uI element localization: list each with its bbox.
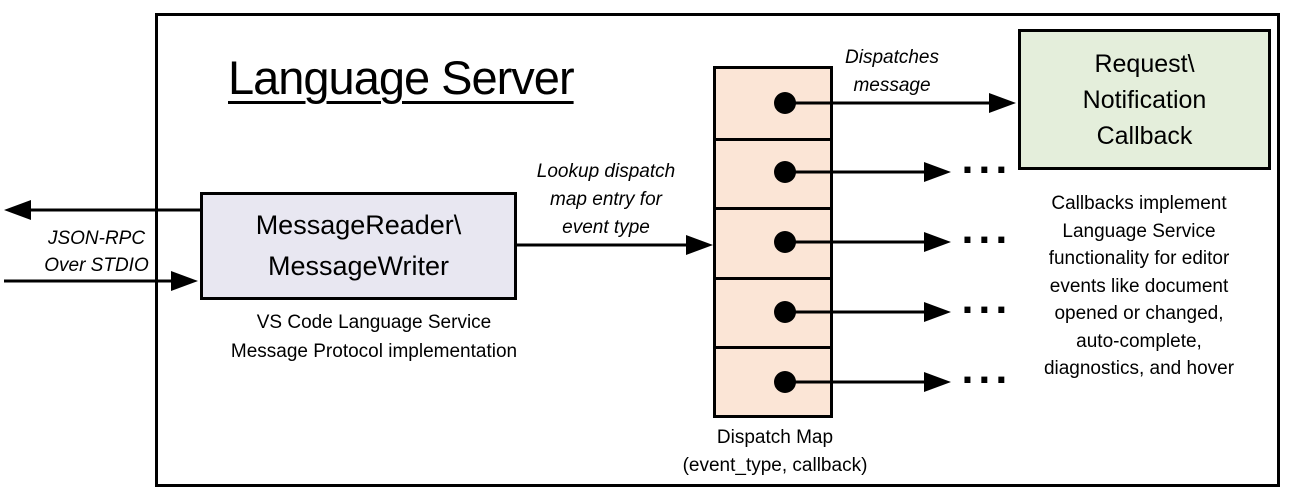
dispatch-map-cell <box>716 138 830 208</box>
lookup-dispatch-label: Lookup dispatch map entry for event type <box>520 158 692 242</box>
dispatches-message-label: Dispatches message <box>826 44 958 100</box>
callback-caption-line-6: auto-complete, <box>1076 330 1202 352</box>
callback-caption-line-3: functionality for editor <box>1048 248 1230 269</box>
io-label-line-2: Over STDIO <box>44 255 149 276</box>
message-box-caption-line-1: VS Code Language Service <box>256 312 492 333</box>
language-server-boundary <box>155 13 1280 487</box>
dispatch-map-cell <box>716 207 830 277</box>
lookup-label-line-1: Lookup dispatch <box>536 161 676 182</box>
dispatch-map-cell <box>716 276 830 346</box>
dispatch-map-caption: Dispatch Map (event_type, callback) <box>653 424 897 480</box>
ellipsis-row-4: ... <box>961 282 1012 322</box>
ellipsis-row-2: ... <box>961 142 1012 182</box>
json-rpc-over-stdio-label: JSON-RPC Over STDIO <box>24 225 169 279</box>
callback-caption-line-7: diagnostics, and hover <box>1043 358 1235 379</box>
dispatch-map-column <box>713 66 833 418</box>
callback-box-line-2: Notification <box>1082 85 1207 114</box>
dispatch-map-caption-line-2: (event_type, callback) <box>682 455 868 476</box>
diagram-title: Language Server <box>228 51 575 104</box>
request-notification-callback-box: Request\ Notification Callback <box>1018 29 1271 170</box>
dispatches-label-line-2: message <box>853 75 931 96</box>
dispatch-map-cell <box>716 69 830 139</box>
lookup-label-line-2: map entry for <box>550 189 662 210</box>
callback-box-line-1: Request\ <box>1094 49 1195 78</box>
message-box-caption: VS Code Language Service Message Protoco… <box>198 308 550 366</box>
callback-box-line-3: Callback <box>1096 121 1193 150</box>
lookup-label-line-3: event type <box>562 217 650 238</box>
callback-caption-line-5: opened or changed, <box>1054 303 1224 324</box>
message-box-line-2: MessageWriter <box>267 251 450 281</box>
dispatch-map-caption-line-1: Dispatch Map <box>716 427 834 448</box>
callback-caption-line-2: Language Service <box>1062 220 1216 242</box>
message-box-caption-line-2: Message Protocol implementation <box>230 341 518 362</box>
ellipsis-row-3: ... <box>961 212 1012 252</box>
ellipsis-row-5: ... <box>961 352 1012 392</box>
dispatches-label-line-1: Dispatches <box>845 47 939 68</box>
message-box-line-1: MessageReader\ <box>255 210 462 240</box>
callback-caption-line-1: Callbacks implement <box>1051 193 1227 214</box>
dispatch-map-cell <box>716 345 830 415</box>
callback-caption-line-4: events like document <box>1049 275 1229 297</box>
callback-caption: Callbacks implement Language Service fun… <box>1006 190 1272 383</box>
message-reader-writer-box: MessageReader\ MessageWriter <box>200 192 517 300</box>
io-label-line-1: JSON-RPC <box>47 228 146 249</box>
